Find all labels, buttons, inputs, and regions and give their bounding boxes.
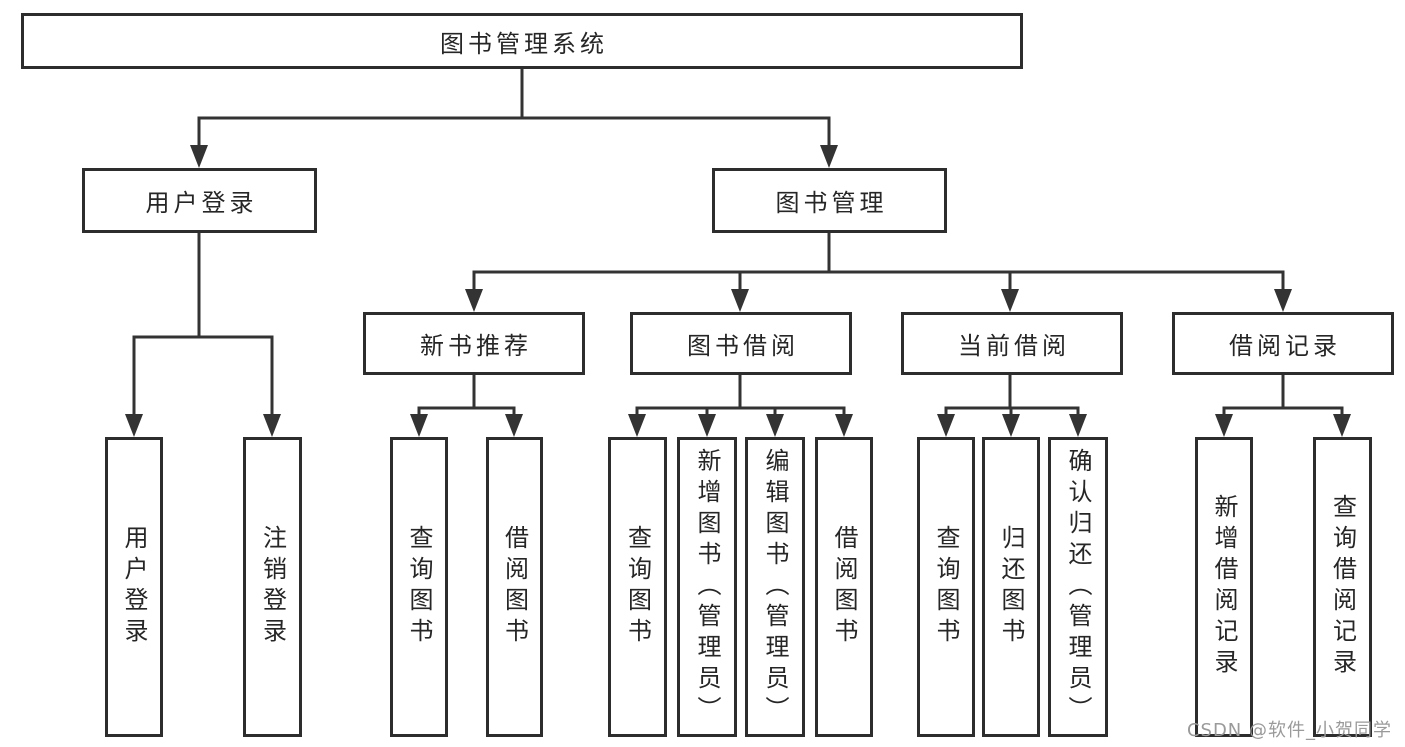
node-user-login: 用户登录 bbox=[82, 168, 317, 233]
leaf-borrow-books-recommend-label: 借阅图书 bbox=[500, 525, 529, 649]
node-new-book-recommendation: 新书推荐 bbox=[363, 312, 585, 375]
leaf-logout-label: 注销登录 bbox=[258, 525, 287, 649]
leaf-query-books-current-label: 查询图书 bbox=[932, 525, 960, 649]
node-book-borrowing: 图书借阅 bbox=[630, 312, 852, 375]
leaf-add-borrow-record: 新增借阅记录 bbox=[1195, 437, 1253, 737]
leaf-add-books-admin: 新增图书（管理员） bbox=[677, 437, 737, 737]
csdn-watermark: CSDN @软件_小贺同学 bbox=[1186, 720, 1392, 741]
leaf-logout: 注销登录 bbox=[243, 437, 302, 737]
node-borrowing-records: 借阅记录 bbox=[1172, 312, 1394, 375]
leaf-borrow-books-borrowing: 借阅图书 bbox=[815, 437, 873, 737]
leaf-confirm-return-admin-label: 确认归还（管理员） bbox=[1064, 447, 1092, 727]
leaf-user-login-label: 用户登录 bbox=[120, 525, 148, 649]
leaf-confirm-return-admin: 确认归还（管理员） bbox=[1048, 437, 1108, 737]
leaf-edit-books-admin: 编辑图书（管理员） bbox=[745, 437, 805, 737]
leaf-query-borrow-record: 查询借阅记录 bbox=[1313, 437, 1372, 737]
leaf-borrow-books-borrowing-label: 借阅图书 bbox=[830, 525, 858, 649]
leaf-return-books: 归还图书 bbox=[982, 437, 1040, 737]
leaf-query-books-recommend-label: 查询图书 bbox=[405, 525, 433, 649]
node-book-management: 图书管理 bbox=[712, 168, 947, 233]
leaf-add-borrow-record-label: 新增借阅记录 bbox=[1210, 494, 1238, 680]
leaf-query-books-current: 查询图书 bbox=[917, 437, 975, 737]
leaf-query-borrow-record-label: 查询借阅记录 bbox=[1328, 494, 1357, 680]
leaf-edit-books-admin-label: 编辑图书（管理员） bbox=[761, 447, 789, 727]
leaf-query-books-borrowing: 查询图书 bbox=[608, 437, 667, 737]
leaf-query-books-borrowing-label: 查询图书 bbox=[623, 525, 652, 649]
leaf-add-books-admin-label: 新增图书（管理员） bbox=[693, 447, 721, 727]
leaf-return-books-label: 归还图书 bbox=[997, 525, 1025, 649]
leaf-query-books-recommend: 查询图书 bbox=[390, 437, 448, 737]
node-library-system: 图书管理系统 bbox=[21, 13, 1023, 69]
leaf-user-login: 用户登录 bbox=[105, 437, 163, 737]
node-current-borrowing: 当前借阅 bbox=[901, 312, 1123, 375]
leaf-borrow-books-recommend: 借阅图书 bbox=[486, 437, 543, 737]
